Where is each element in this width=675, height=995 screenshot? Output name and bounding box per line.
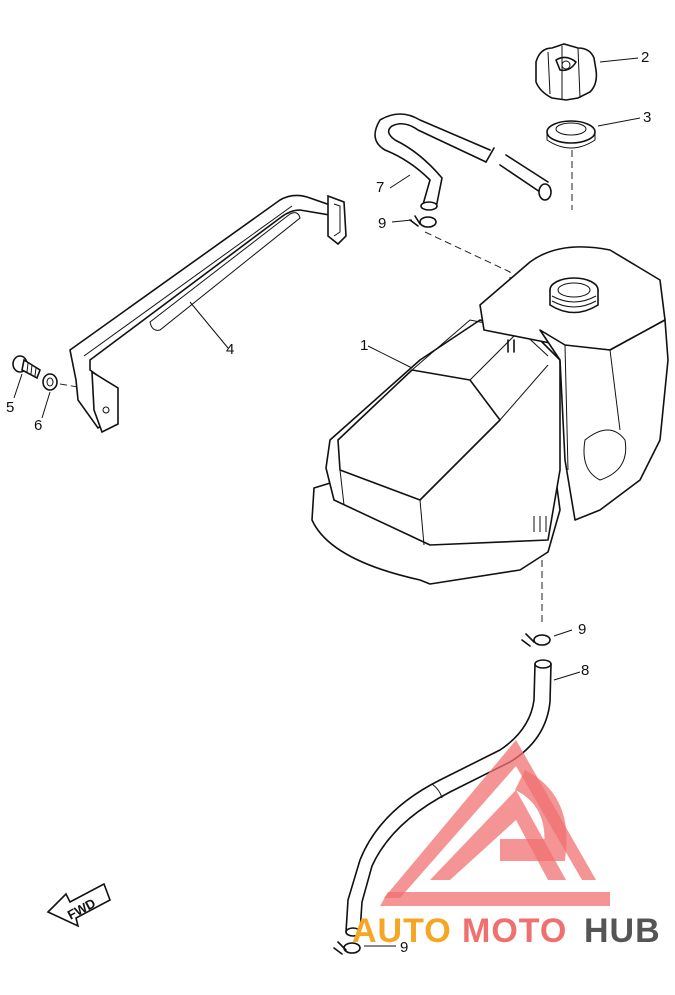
assembly-lines bbox=[59, 150, 573, 625]
tank-bracket bbox=[69, 194, 347, 434]
watermark-logo: AUTO MOTO HUB bbox=[352, 740, 661, 950]
hose-clip-upper bbox=[409, 215, 437, 228]
label-9-middle: 9 bbox=[578, 621, 586, 638]
label-2: 2 bbox=[641, 49, 649, 66]
label-8: 8 bbox=[581, 662, 589, 679]
washer bbox=[42, 373, 58, 391]
callout-labels: 2 3 4 5 6 7 8 9 9 9 bbox=[6, 49, 651, 956]
forward-arrow: FWD bbox=[46, 882, 111, 928]
hose-clip-middle bbox=[521, 633, 551, 647]
label-5: 5 bbox=[6, 399, 14, 416]
leader-lines bbox=[13, 57, 641, 947]
watermark-hub: HUB bbox=[584, 912, 661, 950]
label-7: 7 bbox=[376, 179, 384, 196]
watermark-auto: AUTO bbox=[352, 912, 452, 950]
breather-hose bbox=[374, 113, 552, 211]
label-9-upper: 9 bbox=[378, 215, 386, 232]
drain-hose bbox=[345, 659, 552, 937]
label-3: 3 bbox=[643, 109, 651, 126]
watermark-moto: MOTO bbox=[462, 912, 567, 950]
bolt bbox=[12, 355, 41, 380]
cap-gasket bbox=[546, 120, 596, 149]
label-1: 1 bbox=[360, 337, 368, 354]
fwd-text: FWD bbox=[65, 895, 98, 922]
label-4: 4 bbox=[226, 341, 234, 358]
label-9-lower: 9 bbox=[400, 939, 408, 956]
label-6: 6 bbox=[34, 417, 42, 434]
fuel-tank bbox=[311, 246, 669, 585]
hose-clip-lower bbox=[333, 941, 361, 955]
filler-cap bbox=[535, 43, 598, 101]
